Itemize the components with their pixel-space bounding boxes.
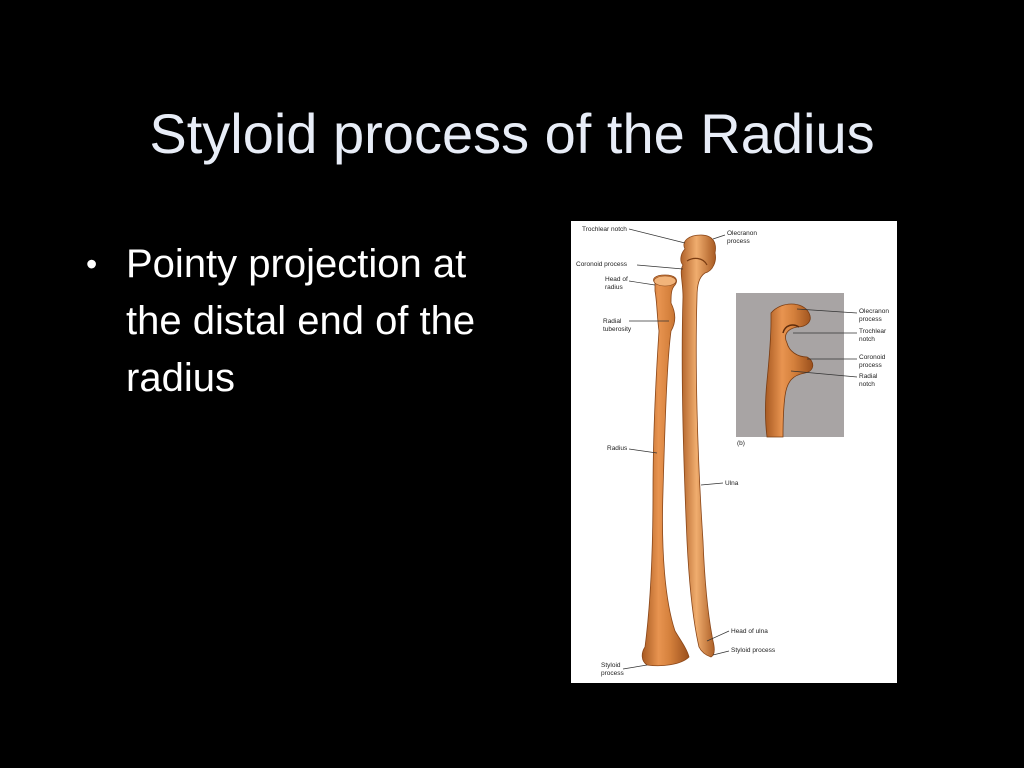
label-panel-b: (b) xyxy=(737,440,745,447)
label-inset-olecranon-2: process xyxy=(859,316,883,323)
bullet-marker: • xyxy=(86,246,98,282)
label-inset-olecranon-1: Olecranon xyxy=(859,308,889,315)
label-ulna: Ulna xyxy=(725,480,739,487)
label-inset-trochlear-2: notch xyxy=(859,336,875,343)
label-radial-tuberosity-1: Radial xyxy=(603,318,622,325)
label-styloid-process-radius-2: process xyxy=(601,670,625,677)
radius-ulna-figure: Trochlear notch Coronoid process Head of… xyxy=(571,221,897,683)
label-coronoid-process: Coronoid process xyxy=(576,261,628,268)
bullet-text: Pointy projection at the distal end of t… xyxy=(126,242,476,400)
label-styloid-process-radius-1: Styloid xyxy=(601,662,621,669)
label-inset-radial-1: Radial xyxy=(859,373,878,380)
label-head-of-radius-2: radius xyxy=(605,284,623,291)
label-head-of-radius-1: Head of xyxy=(605,276,628,283)
bullet-list: • Pointy projection at the distal end of… xyxy=(86,236,526,407)
label-head-of-ulna: Head of ulna xyxy=(731,628,768,635)
label-inset-trochlear-1: Trochlear xyxy=(859,328,887,335)
label-olecranon-process-1: Olecranon xyxy=(727,230,757,237)
label-inset-coronoid-2: process xyxy=(859,362,883,369)
radius-ulna-illustration: Trochlear notch Coronoid process Head of… xyxy=(576,226,889,677)
radius-bone xyxy=(641,274,690,667)
figure-labels: Trochlear notch Coronoid process Head of… xyxy=(576,226,889,677)
leader-lines xyxy=(622,228,858,670)
label-trochlear-notch: Trochlear notch xyxy=(582,226,627,233)
ulna-bone xyxy=(680,234,716,658)
bullet-item: • Pointy projection at the distal end of… xyxy=(86,236,526,407)
label-styloid-process-ulna: Styloid process xyxy=(731,647,776,654)
slide-title: Styloid process of the Radius xyxy=(149,102,875,165)
inset-panel xyxy=(736,293,844,438)
label-radial-tuberosity-2: tuberosity xyxy=(603,326,632,333)
label-radius: Radius xyxy=(607,445,628,452)
label-olecranon-process-2: process xyxy=(727,238,751,245)
label-inset-coronoid-1: Coronoid xyxy=(859,354,886,361)
label-inset-radial-2: notch xyxy=(859,381,875,388)
